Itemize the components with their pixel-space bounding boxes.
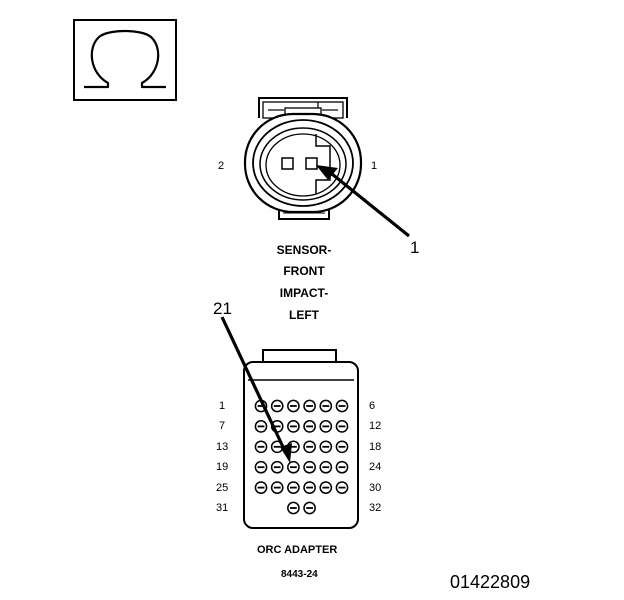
row-6-end-label: 32 <box>369 502 382 514</box>
row-3-end-label: 18 <box>369 441 382 453</box>
sensor-title-line-1: SENSOR- <box>276 243 332 257</box>
orc-adapter-part-number: 8443-24 <box>281 569 318 580</box>
sensor-pin-1-cavity <box>305 157 318 170</box>
row-4-start-label: 19 <box>216 461 229 473</box>
sensor-title-line-3: IMPACT- <box>279 286 329 300</box>
sensor-title-line-4: LEFT <box>289 308 319 322</box>
callout-1-label: 1 <box>410 238 420 257</box>
sensor-pin-2-label: 2 <box>218 160 225 172</box>
callout-1-leader <box>316 165 411 238</box>
sensor-connector <box>243 97 363 220</box>
row-1-end-label: 6 <box>369 400 376 412</box>
callout-21-label: 21 <box>213 299 232 318</box>
sensor-title-line-2: FRONT <box>283 264 325 278</box>
sensor-pin-1-label: 1 <box>371 160 378 172</box>
orc-adapter-title: ORC ADAPTER <box>257 544 338 556</box>
row-6-start-label: 31 <box>216 502 229 514</box>
callout-21-leader <box>220 316 292 463</box>
row-5-end-label: 30 <box>369 482 382 494</box>
sensor-pin-2-cavity <box>281 157 294 170</box>
row-3-start-label: 13 <box>216 441 229 453</box>
orc-pin-grid <box>254 399 349 515</box>
row-4-end-label: 24 <box>369 461 382 473</box>
row-5-start-label: 25 <box>216 482 229 494</box>
row-2-start-label: 7 <box>219 420 226 432</box>
row-1-start-label: 1 <box>219 400 226 412</box>
ohmmeter-symbol <box>73 19 177 101</box>
orc-adapter-body <box>243 349 359 529</box>
figure-number: 01422809 <box>450 572 531 592</box>
row-2-end-label: 12 <box>369 420 382 432</box>
